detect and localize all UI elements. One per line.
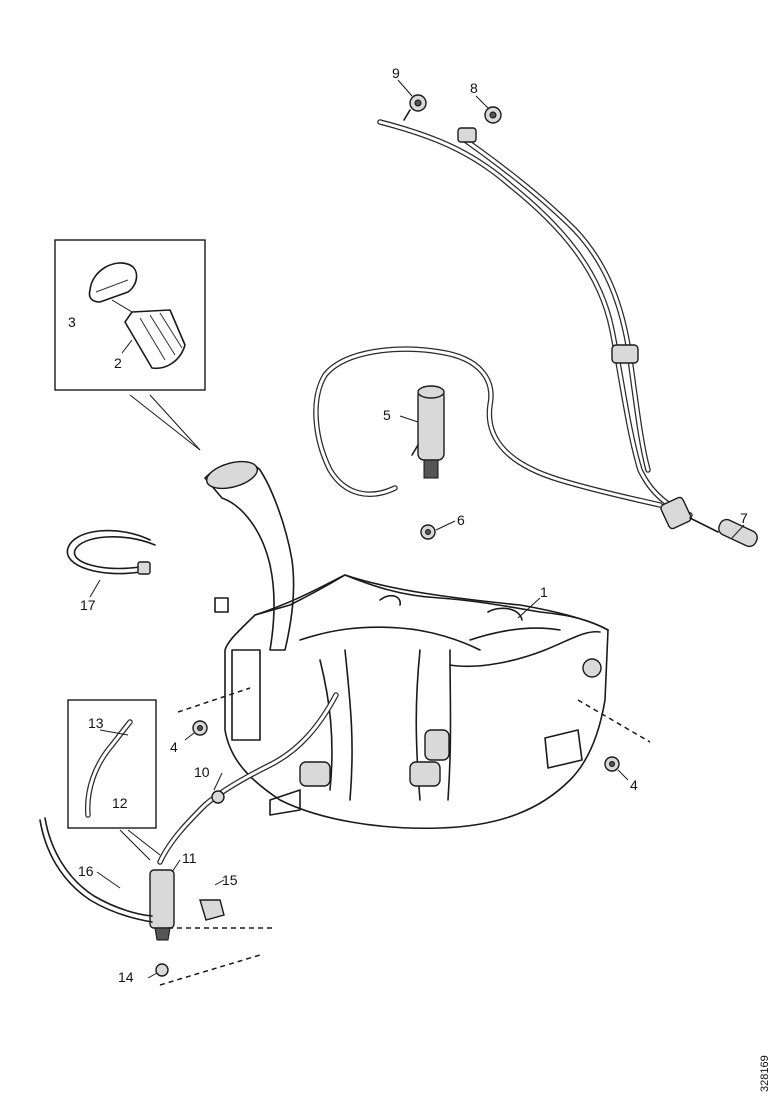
leader-lines xyxy=(96,79,745,889)
figure-reference-number: 328169 xyxy=(759,1055,771,1092)
callout-16: 16 xyxy=(78,863,94,879)
callout-11: 11 xyxy=(182,850,197,866)
callout-6: 6 xyxy=(457,512,465,528)
callout-7: 7 xyxy=(740,510,748,526)
level-sensor-11 xyxy=(149,692,339,941)
wiring-harness-16 xyxy=(39,817,153,923)
bolt-4-left xyxy=(177,687,251,741)
callout-5: 5 xyxy=(383,407,391,423)
lower-hose-loop xyxy=(313,346,663,508)
hose-connector-9 xyxy=(403,94,427,121)
inset-level-sensor-hose xyxy=(67,699,161,861)
callout-labels: 1 2 3 4 4 5 6 7 8 9 10 11 12 13 14 15 16… xyxy=(68,65,748,985)
hose-connector-8 xyxy=(457,106,502,143)
callout-10: 10 xyxy=(194,764,210,780)
callout-12: 12 xyxy=(112,795,128,811)
callout-2: 2 xyxy=(114,355,122,371)
callout-13: 13 xyxy=(88,715,104,731)
callout-9: 9 xyxy=(392,65,400,81)
washer-pump-5 xyxy=(411,385,445,479)
callout-1: 1 xyxy=(540,584,548,600)
callout-4-left: 4 xyxy=(170,739,178,755)
hose-clamp-17 xyxy=(66,529,156,598)
callout-3: 3 xyxy=(68,314,76,330)
callout-14: 14 xyxy=(118,969,134,985)
callout-15: 15 xyxy=(222,872,238,888)
grommet-6 xyxy=(420,524,436,540)
bolt-4-right xyxy=(577,699,651,781)
upper-hose-harness xyxy=(377,119,758,548)
inset-filler-cap xyxy=(54,239,206,451)
callout-17: 17 xyxy=(80,597,96,613)
clip-15 xyxy=(199,879,225,921)
callout-4-right: 4 xyxy=(630,777,638,793)
callout-8: 8 xyxy=(470,80,478,96)
washer-reservoir-1 xyxy=(204,460,609,830)
bolt-14 xyxy=(147,927,272,986)
